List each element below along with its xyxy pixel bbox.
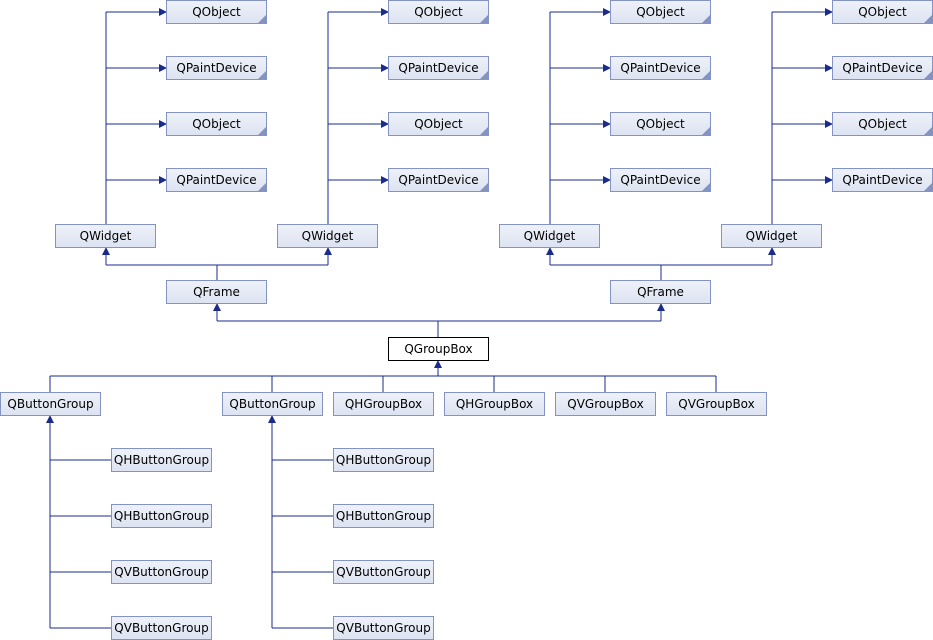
qgroupbox-current-node: QGroupBox [388, 337, 489, 361]
qframe-node[interactable]: QFrame [610, 280, 711, 304]
qobject-node[interactable]: QObject [166, 0, 267, 24]
qobject-node[interactable]: QObject [388, 112, 489, 136]
qobject-node[interactable]: QObject [610, 0, 711, 24]
qbuttongroup-node[interactable]: QButtonGroup [222, 392, 323, 416]
qobject-node[interactable]: QObject [832, 0, 933, 24]
qpaintdevice-node[interactable]: QPaintDevice [388, 56, 489, 80]
qhgroupbox-node[interactable]: QHGroupBox [333, 392, 434, 416]
qvgroupbox-node[interactable]: QVGroupBox [555, 392, 656, 416]
qwidget-node[interactable]: QWidget [499, 224, 600, 248]
qhgroupbox-node[interactable]: QHGroupBox [444, 392, 545, 416]
qframe-node[interactable]: QFrame [166, 280, 267, 304]
qpaintdevice-node[interactable]: QPaintDevice [832, 56, 933, 80]
qobject-node[interactable]: QObject [388, 0, 489, 24]
qwidget-node[interactable]: QWidget [55, 224, 156, 248]
qbuttongroup-node[interactable]: QButtonGroup [0, 392, 101, 416]
qpaintdevice-node[interactable]: QPaintDevice [166, 168, 267, 192]
qobject-node[interactable]: QObject [166, 112, 267, 136]
qvbuttongroup-node[interactable]: QVButtonGroup [333, 616, 434, 640]
qvbuttongroup-node[interactable]: QVButtonGroup [333, 560, 434, 584]
qhbuttongroup-node[interactable]: QHButtonGroup [333, 504, 434, 528]
qpaintdevice-node[interactable]: QPaintDevice [166, 56, 267, 80]
qobject-node[interactable]: QObject [832, 112, 933, 136]
qpaintdevice-node[interactable]: QPaintDevice [610, 56, 711, 80]
qhbuttongroup-node[interactable]: QHButtonGroup [333, 448, 434, 472]
qhbuttongroup-node[interactable]: QHButtonGroup [111, 448, 212, 472]
qobject-node[interactable]: QObject [610, 112, 711, 136]
qpaintdevice-node[interactable]: QPaintDevice [832, 168, 933, 192]
qwidget-node[interactable]: QWidget [721, 224, 822, 248]
qhbuttongroup-node[interactable]: QHButtonGroup [111, 504, 212, 528]
qpaintdevice-node[interactable]: QPaintDevice [610, 168, 711, 192]
qvgroupbox-node[interactable]: QVGroupBox [666, 392, 767, 416]
qwidget-node[interactable]: QWidget [277, 224, 378, 248]
qvbuttongroup-node[interactable]: QVButtonGroup [111, 560, 212, 584]
qvbuttongroup-node[interactable]: QVButtonGroup [111, 616, 212, 640]
qpaintdevice-node[interactable]: QPaintDevice [388, 168, 489, 192]
